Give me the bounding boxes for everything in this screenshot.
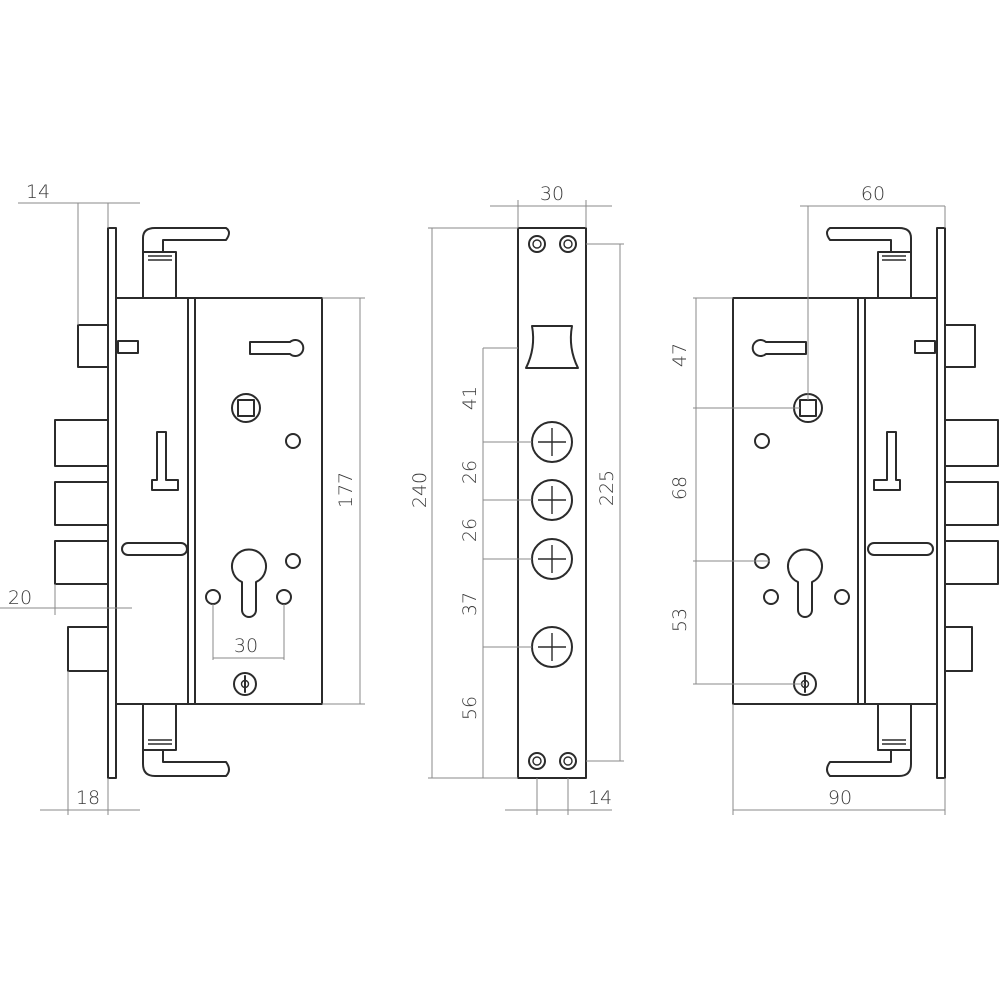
dim-right-spacing-1: 47 (669, 343, 691, 367)
dim-front-spacing-5: 56 (459, 696, 481, 720)
right-top-rod (877, 251, 912, 301)
front-faceplate-view (517, 227, 587, 779)
left-top-rod (142, 251, 177, 301)
dim-front-spacing-3: 26 (459, 518, 481, 542)
front-latch-slot (525, 325, 579, 369)
left-dimensions: 14 177 20 30 18 (0, 181, 365, 815)
dim-front-total-height: 240 (409, 472, 431, 508)
dim-left-top: 14 (26, 181, 50, 203)
dim-right-spacing-2: 68 (669, 476, 691, 500)
right-top-hook (826, 227, 912, 253)
left-cylinder-hole (231, 548, 267, 618)
front-bolt-hole-3 (531, 538, 573, 580)
dim-left-bolt-step: 20 (8, 587, 32, 609)
dim-front-spacing-4: 37 (459, 592, 481, 616)
front-dimensions: 30 240 225 41 26 26 37 56 14 (409, 183, 624, 815)
right-bottom-hook (826, 749, 912, 777)
dim-front-hole-height: 225 (596, 470, 618, 506)
left-bottom-rod (142, 703, 177, 751)
dim-front-spacing-1: 41 (459, 386, 481, 410)
dim-front-width: 30 (540, 183, 564, 205)
dim-left-cylinder: 30 (234, 635, 258, 657)
left-faceplate (107, 227, 117, 779)
left-bolt-2 (54, 481, 109, 526)
left-top-hook (142, 227, 230, 253)
left-bottom-bolt (67, 626, 109, 672)
left-bottom-screw (233, 672, 257, 696)
right-dimensions: 60 47 68 53 90 (669, 183, 946, 815)
left-top-bolt (77, 324, 109, 368)
right-bolt-3 (944, 540, 999, 585)
dim-right-backset: 60 (861, 183, 885, 205)
right-bottom-bolt (944, 626, 973, 672)
left-keyhole-slot (249, 339, 305, 357)
front-bolt-hole-4 (531, 626, 573, 668)
right-lock-view (732, 227, 999, 779)
right-bolt-1 (944, 419, 999, 467)
right-lock-body (732, 297, 938, 705)
front-bolt-hole-2 (531, 479, 573, 521)
right-faceplate (936, 227, 946, 779)
front-bolt-hole-1 (531, 421, 573, 463)
left-bottom-hook (142, 749, 230, 777)
right-cylinder-hole (787, 548, 823, 618)
dim-left-height: 177 (335, 472, 357, 508)
left-spindle-hole (231, 393, 261, 423)
right-keyhole-slot (751, 339, 807, 357)
right-bolt-2 (944, 481, 999, 526)
dim-right-depth: 90 (828, 787, 852, 809)
right-bottom-rod (877, 703, 912, 751)
left-lock-view (54, 227, 323, 779)
dim-front-bottom: 14 (588, 787, 612, 809)
right-top-bolt (944, 324, 976, 368)
dim-left-depth: 18 (76, 787, 100, 809)
left-bolt-1 (54, 419, 109, 467)
left-lock-body (115, 297, 323, 705)
dim-right-spacing-3: 53 (669, 608, 691, 632)
left-bolt-3 (54, 540, 109, 585)
dim-front-spacing-2: 26 (459, 460, 481, 484)
